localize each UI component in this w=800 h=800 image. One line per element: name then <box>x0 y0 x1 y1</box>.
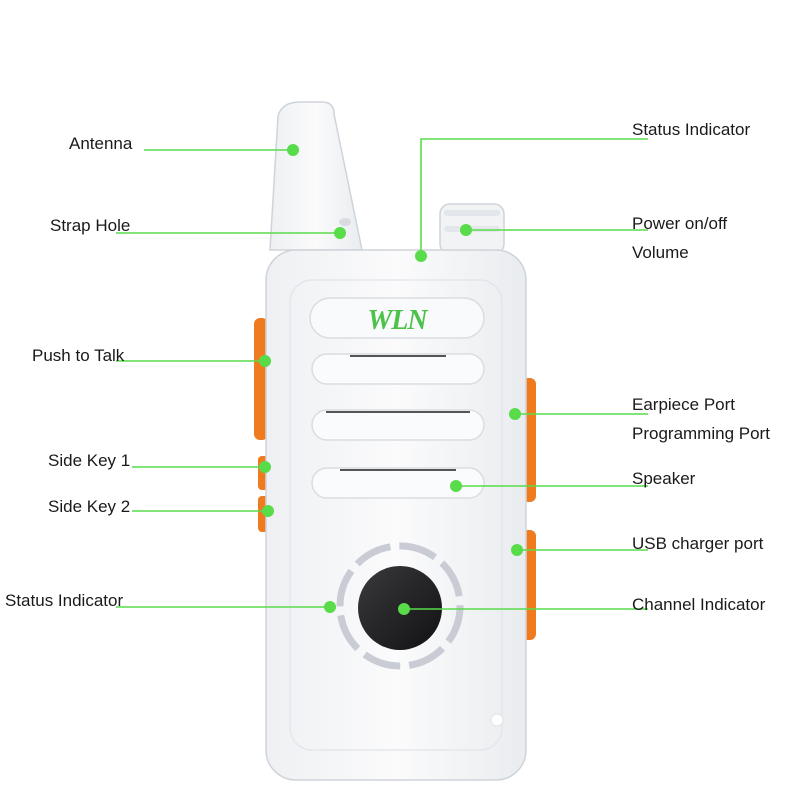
label-programming-port: Programming Port <box>632 424 770 443</box>
brand-logo: WLN <box>367 305 429 336</box>
label-side-key-1: Side Key 1 <box>48 451 131 470</box>
label-side-key-2: Side Key 2 <box>48 497 131 516</box>
speaker-slot-2 <box>311 409 485 441</box>
antenna <box>269 101 363 251</box>
label-power-volume-2: Volume <box>632 243 689 262</box>
label-push-to-talk: Push to Talk <box>32 346 125 365</box>
strap-hole <box>339 218 351 226</box>
label-speaker: Speaker <box>632 469 696 488</box>
leader-status-top <box>420 138 648 256</box>
logo-plate <box>309 297 485 339</box>
status-ring <box>336 542 464 670</box>
label-status-indicator-left: Status Indicator <box>5 591 124 610</box>
radio-body: WLN <box>254 101 536 781</box>
label-antenna: Antenna <box>69 134 133 153</box>
leader-lines <box>116 138 648 610</box>
label-power-volume-1: Power on/off <box>632 214 728 233</box>
label-earpiece-port: Earpiece Port <box>632 395 735 414</box>
push-to-talk-key <box>254 318 268 440</box>
speaker-slot-1 <box>311 353 485 385</box>
leader-dots <box>259 144 523 615</box>
label-usb-charger: USB charger port <box>632 534 764 553</box>
label-status-indicator-top: Status Indicator <box>632 120 751 139</box>
label-strap-hole: Strap Hole <box>50 216 131 235</box>
label-channel-indicator: Channel Indicator <box>632 595 766 614</box>
speaker-slot-3 <box>311 467 485 499</box>
